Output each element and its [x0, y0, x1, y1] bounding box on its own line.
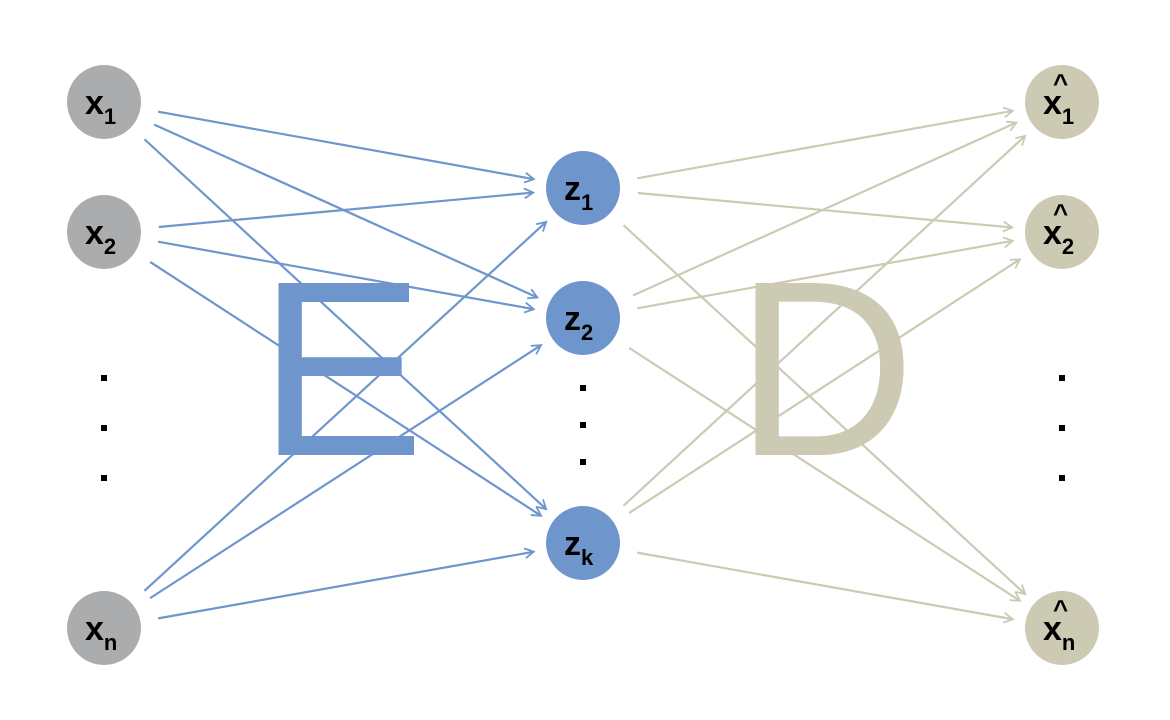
latent-node-circle	[546, 151, 620, 225]
input-node: x1	[67, 65, 141, 139]
input-node-label: x2	[85, 214, 116, 259]
ellipsis-dot	[580, 459, 586, 465]
encoder-edge	[143, 138, 548, 511]
decoder-edge	[637, 191, 1015, 233]
ellipsis-dot	[580, 385, 586, 391]
ellipsis-dot	[1059, 375, 1065, 381]
output-node: x1^	[1025, 65, 1099, 139]
edges	[143, 106, 1027, 624]
output-node-label: xn	[1043, 610, 1075, 655]
encoder-edge	[153, 123, 540, 300]
ellipsis-dot	[101, 475, 107, 481]
output-node-circle	[1025, 195, 1099, 269]
latent-node: z1	[546, 151, 620, 225]
input-node-circle	[67, 65, 141, 139]
input-node-circle	[67, 195, 141, 269]
decoder-edge	[622, 224, 1027, 596]
ellipsis-dot	[101, 375, 107, 381]
output-node-label: x1	[1043, 84, 1074, 129]
output-node-label: x2	[1043, 214, 1074, 259]
decoder-edge	[636, 551, 1015, 624]
decoder-edge	[622, 134, 1027, 507]
encoder-label: E	[258, 229, 425, 508]
input-node: xn	[67, 591, 141, 665]
latent-node-label: z2	[564, 300, 593, 345]
ellipsis-dot	[1059, 425, 1065, 431]
latent-node: z2	[546, 281, 620, 355]
input-node-circle	[67, 591, 141, 665]
decoder-edge	[628, 258, 1022, 514]
decoder-edge	[636, 106, 1015, 180]
hat-symbol: ^	[1053, 198, 1068, 228]
encoder-edge	[149, 261, 543, 517]
encoder-edge	[157, 110, 536, 184]
encoder-edge	[158, 187, 536, 229]
input-node-label: x1	[85, 84, 116, 129]
output-node-circle	[1025, 65, 1099, 139]
ellipsis-dots	[101, 375, 1065, 481]
latent-node: zk	[546, 506, 620, 580]
encoder-edge	[157, 547, 536, 620]
ellipsis-dot	[101, 425, 107, 431]
latent-node-circle	[546, 506, 620, 580]
latent-node-label: zk	[564, 525, 594, 570]
input-node: x2	[67, 195, 141, 269]
latent-node-label: z1	[564, 170, 593, 215]
encoder-edge	[149, 344, 543, 600]
hat-symbol: ^	[1053, 68, 1068, 98]
hat-symbol: ^	[1053, 594, 1068, 624]
ellipsis-dot	[1059, 475, 1065, 481]
decoder-edge	[628, 346, 1022, 602]
output-node: x2^	[1025, 195, 1099, 269]
latent-node-circle	[546, 281, 620, 355]
decoder-edge	[632, 120, 1019, 297]
output-node-circle	[1025, 591, 1099, 665]
decoder-label: D	[735, 229, 916, 508]
input-node-label: xn	[85, 610, 117, 655]
encoder-edge	[143, 220, 548, 592]
decoder-edge	[636, 236, 1015, 310]
ellipsis-dot	[580, 422, 586, 428]
encoder-edge	[157, 240, 536, 314]
output-node: xn^	[1025, 591, 1099, 665]
